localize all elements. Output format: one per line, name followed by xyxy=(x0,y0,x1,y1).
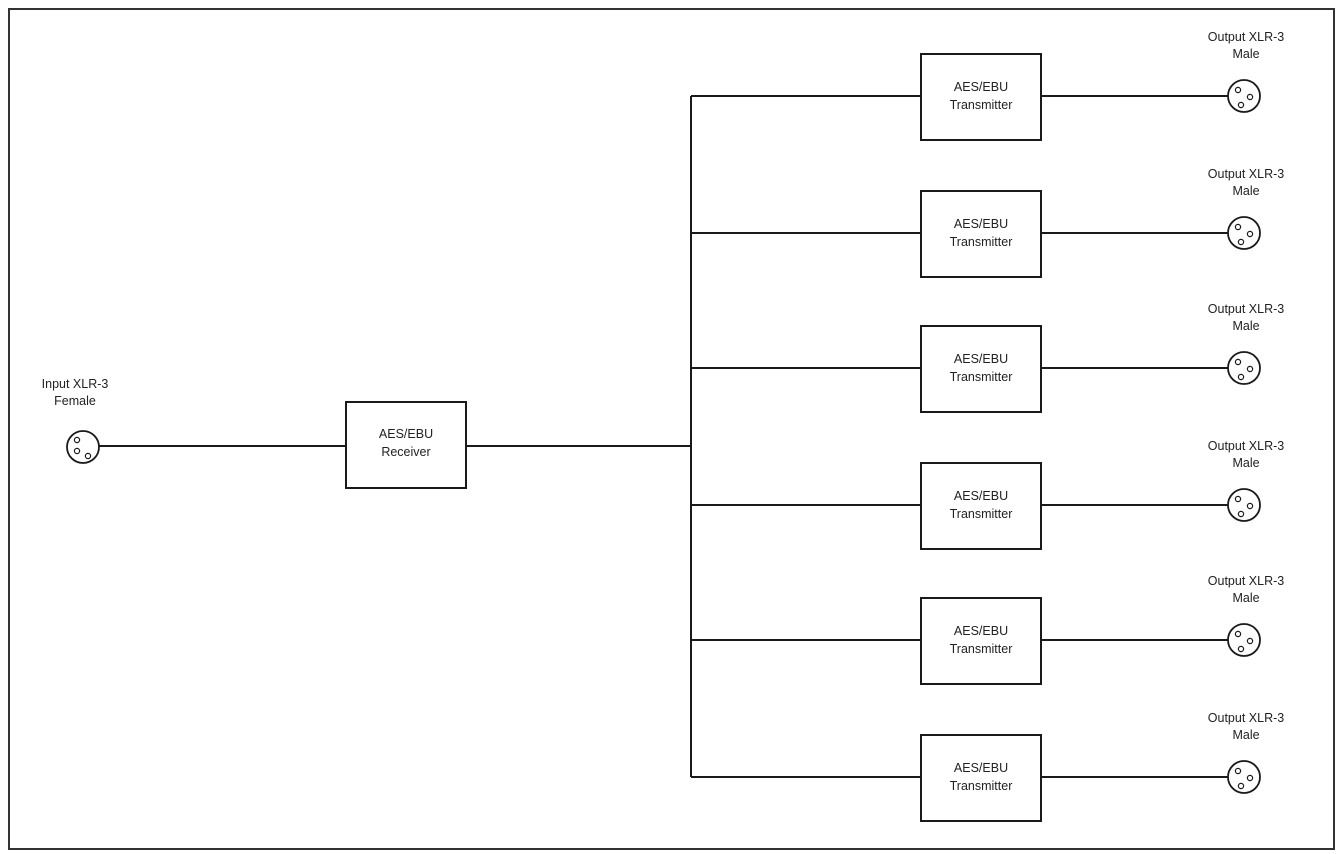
receiver-label-line1: AES/EBU xyxy=(379,427,433,441)
receiver-block: AES/EBU Receiver xyxy=(345,401,467,489)
xlr-male-icon xyxy=(1227,760,1261,794)
output-label-line1: Output XLR-3 xyxy=(1208,302,1284,316)
output-label-line1: Output XLR-3 xyxy=(1208,574,1284,588)
transmitter-label-line2: Transmitter xyxy=(950,98,1013,112)
transmitter-label-line2: Transmitter xyxy=(950,507,1013,521)
input-connector: Input XLR-3 Female xyxy=(42,377,109,464)
output-label-line2: Male xyxy=(1232,47,1259,61)
output-label-line2: Male xyxy=(1232,184,1259,198)
xlr-male-icon xyxy=(1227,623,1261,657)
output-label-line2: Male xyxy=(1232,728,1259,742)
output-label-line2: Male xyxy=(1232,319,1259,333)
transmitter-box xyxy=(920,325,1042,413)
xlr-female-icon xyxy=(66,430,100,464)
transmitter-box xyxy=(920,190,1042,278)
xlr-male-icon xyxy=(1227,488,1261,522)
output-label-line2: Male xyxy=(1232,591,1259,605)
input-label-line1: Input XLR-3 xyxy=(42,377,109,391)
transmitter-label-line1: AES/EBU xyxy=(954,80,1008,94)
xlr-male-icon xyxy=(1227,216,1261,250)
transmitter-label-line2: Transmitter xyxy=(950,779,1013,793)
transmitter-label-line2: Transmitter xyxy=(950,370,1013,384)
diagram-frame xyxy=(8,8,1335,850)
xlr-male-icon xyxy=(1227,79,1261,113)
receiver-label-line2: Receiver xyxy=(381,445,430,459)
transmitter-label-line1: AES/EBU xyxy=(954,217,1008,231)
xlr-male-icon xyxy=(1227,351,1261,385)
transmitter-box xyxy=(920,53,1042,141)
transmitter-label-line1: AES/EBU xyxy=(954,489,1008,503)
output-label-line1: Output XLR-3 xyxy=(1208,439,1284,453)
transmitter-label-line1: AES/EBU xyxy=(954,761,1008,775)
output-label-line2: Male xyxy=(1232,456,1259,470)
transmitter-box xyxy=(920,462,1042,550)
input-label-line2: Female xyxy=(54,394,96,408)
output-label-line1: Output XLR-3 xyxy=(1208,711,1284,725)
transmitter-box xyxy=(920,734,1042,822)
transmitter-label-line2: Transmitter xyxy=(950,235,1013,249)
transmitter-label-line1: AES/EBU xyxy=(954,352,1008,366)
transmitter-box xyxy=(920,597,1042,685)
output-label-line1: Output XLR-3 xyxy=(1208,30,1284,44)
transmitter-label-line1: AES/EBU xyxy=(954,624,1008,638)
transmitter-label-line2: Transmitter xyxy=(950,642,1013,656)
output-label-line1: Output XLR-3 xyxy=(1208,167,1284,181)
